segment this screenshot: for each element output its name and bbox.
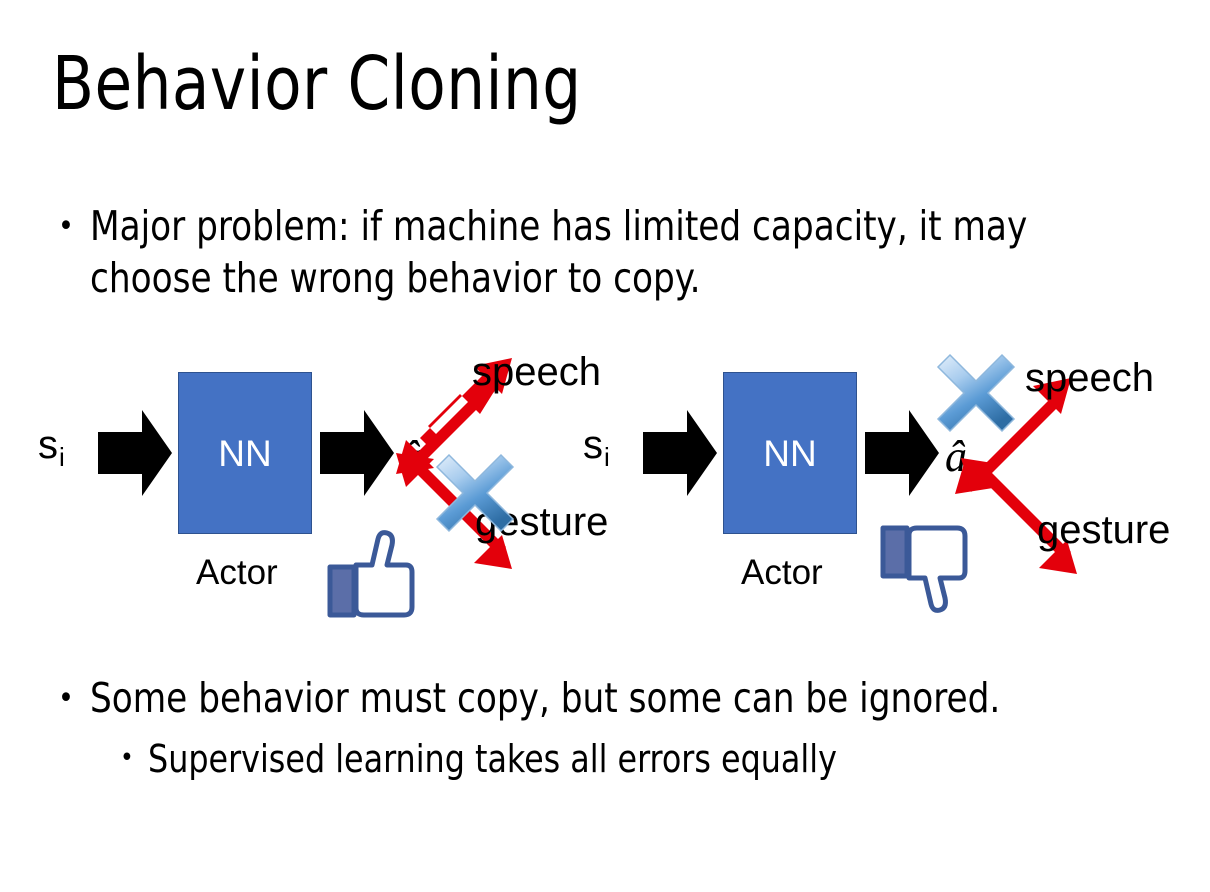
thumbs-down-icon-right xyxy=(873,522,969,618)
input-state-label-left: si xyxy=(38,423,65,472)
bullet-major: • Major problem: if machine has limited … xyxy=(58,200,1138,305)
blue-x-icon-right xyxy=(933,350,1019,436)
input-arrow-left-icon xyxy=(98,410,172,496)
bullet-supervised-text: Supervised learning takes all errors equ… xyxy=(147,737,837,781)
output-arrow-left-icon xyxy=(320,410,394,496)
gesture-label-right: gesture xyxy=(1037,508,1171,552)
actor-caption-left: Actor xyxy=(196,553,278,592)
nn-label-left: NN xyxy=(218,432,272,474)
nn-label-right: NN xyxy=(763,432,817,474)
neural-network-box-right: NN xyxy=(723,372,857,534)
bullet-supervised: • Supervised learning takes all errors e… xyxy=(120,735,1160,784)
neural-network-box-left: NN xyxy=(178,372,312,534)
thumbs-up-icon-left xyxy=(320,525,416,621)
actor-caption-right: Actor xyxy=(741,553,823,592)
output-arrow-right-icon xyxy=(865,410,939,496)
diagram-right: si NN Actor âi speec xyxy=(565,340,1170,640)
bullet-some-text: Some behavior must copy, but some can be… xyxy=(89,674,1001,722)
gesture-arrow-right-icon xyxy=(953,450,1085,582)
speech-label-right: speech xyxy=(1025,356,1154,400)
page-title: Behavior Cloning xyxy=(52,41,582,127)
bullet-marker-icon: • xyxy=(120,743,134,773)
bullet-some: • Some behavior must copy, but some can … xyxy=(58,672,1168,724)
blue-x-icon-left xyxy=(432,450,518,536)
input-arrow-right-icon xyxy=(643,410,717,496)
bullet-marker-icon: • xyxy=(58,681,74,716)
bullet-major-text: Major problem: if machine has limited ca… xyxy=(89,202,1028,303)
speech-label-left: speech xyxy=(472,350,601,394)
bullet-marker-icon: • xyxy=(58,209,74,244)
input-state-label-right: si xyxy=(583,423,610,472)
diagram-left: si NN Actor âi xyxy=(20,340,610,640)
